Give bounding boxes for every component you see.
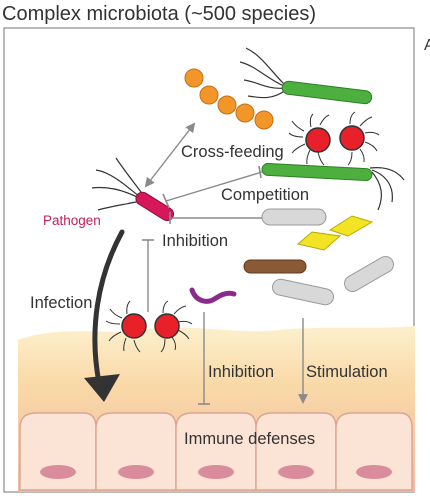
orange-cocci-chain bbox=[184, 68, 274, 130]
purple-spiral-bacterium bbox=[189, 287, 237, 304]
epithelial-cell bbox=[335, 412, 413, 491]
panel-letter: A bbox=[424, 37, 430, 54]
interaction-lines bbox=[142, 122, 308, 405]
infection-arrow bbox=[84, 229, 125, 402]
stimulation-label: Stimulation bbox=[306, 363, 388, 381]
infection-label: Infection bbox=[30, 294, 92, 312]
competition-line bbox=[165, 171, 263, 202]
epithelium bbox=[19, 412, 413, 491]
gray-rod bbox=[261, 208, 327, 226]
cell-nucleus bbox=[278, 465, 314, 479]
cell-nucleus bbox=[40, 465, 76, 479]
inhibition-label-bottom: Inhibition bbox=[208, 363, 274, 381]
competition-label: Competition bbox=[221, 186, 309, 204]
green-flagellated-rod bbox=[239, 47, 373, 105]
gray-rod bbox=[344, 256, 394, 292]
yellow-rods bbox=[296, 215, 374, 251]
cell-nucleus bbox=[198, 465, 234, 479]
immune-defenses-label: Immune defenses bbox=[184, 430, 315, 448]
cell-nucleus bbox=[118, 465, 154, 479]
red-cocci-cluster bbox=[288, 111, 380, 166]
gray-rod bbox=[272, 278, 334, 306]
inhibition-label-top: Inhibition bbox=[162, 232, 228, 250]
cell-nucleus bbox=[356, 465, 392, 479]
pathogen-bacterium bbox=[91, 157, 175, 222]
cross-feeding-arrow bbox=[144, 122, 196, 188]
green-rod-competitor bbox=[261, 162, 405, 211]
pathogen-label: Pathogen bbox=[43, 213, 101, 228]
brown-rod bbox=[243, 259, 307, 274]
figure-title: Complex microbiota (~500 species) bbox=[2, 3, 316, 25]
cross-feeding-label: Cross-feeding bbox=[181, 143, 284, 161]
red-cocci-cluster-left bbox=[105, 300, 193, 353]
